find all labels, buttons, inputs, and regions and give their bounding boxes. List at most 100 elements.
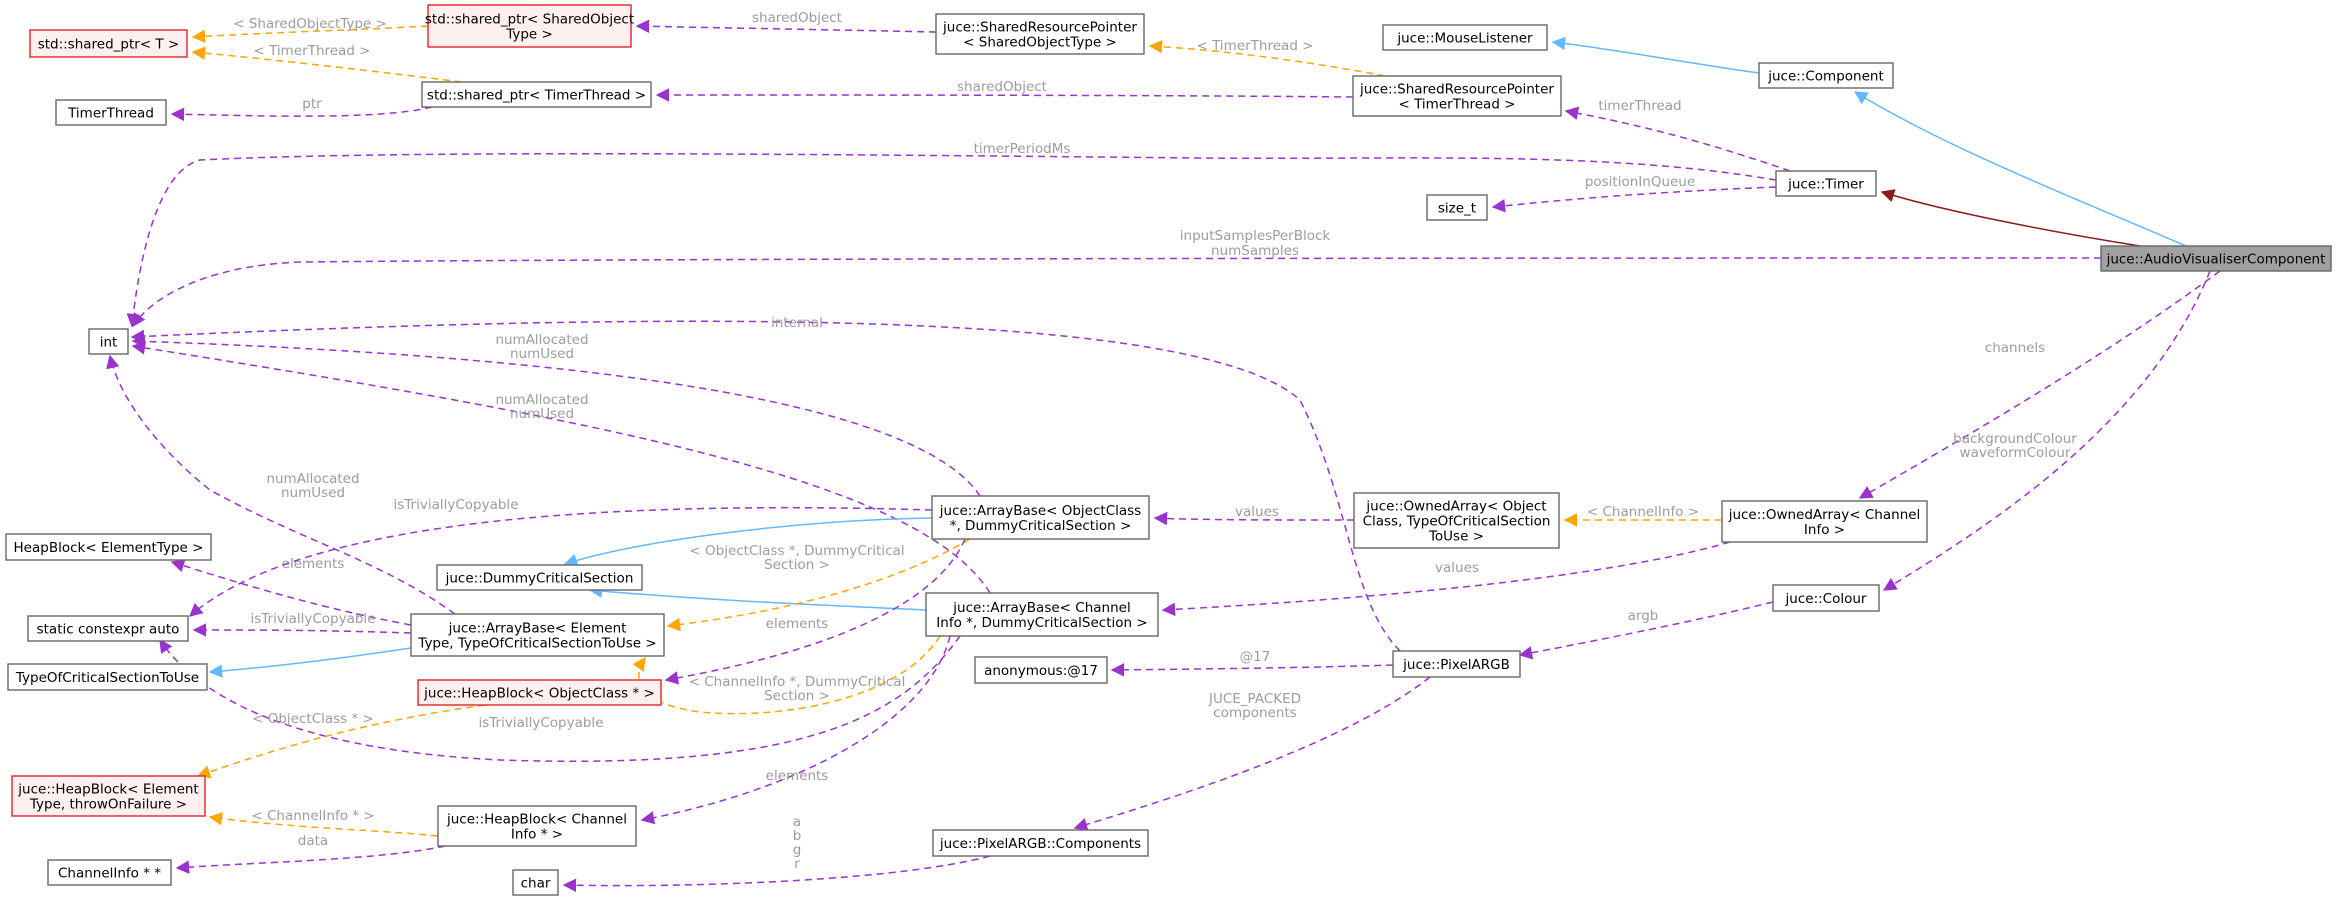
- class-node-heapblock-element-type[interactable]: HeapBlock< ElementType >: [5, 533, 212, 561]
- class-node-heapblock-channel-info[interactable]: juce::HeapBlock< ChannelInfo * >: [437, 805, 637, 847]
- class-node-anonymous-17[interactable]: anonymous:@17: [974, 656, 1108, 684]
- class-node-label: juce::PixelARGB: [1402, 657, 1510, 673]
- class-node-array-base-channel-info[interactable]: juce::ArrayBase< ChannelInfo *, DummyCri…: [925, 592, 1159, 637]
- edge-line: [192, 623, 412, 637]
- edge-line: [562, 855, 991, 893]
- edge-label: internal: [771, 315, 823, 331]
- class-node-heapblock-element-throw[interactable]: juce::HeapBlock< ElementType, throwOnFai…: [11, 775, 206, 817]
- edge-channels: channels: [1858, 270, 2221, 499]
- class-node-static-constexpr-auto[interactable]: static constexpr auto: [27, 615, 189, 642]
- class-node-array-base-object-class[interactable]: juce::ArrayBase< ObjectClass*, DummyCrit…: [931, 495, 1150, 540]
- class-node-srp-shared-object[interactable]: juce::SharedResourcePointer< SharedObjec…: [935, 13, 1145, 55]
- edge-label: ptr: [302, 96, 322, 112]
- class-node-shared-ptr-shared-object[interactable]: std::shared_ptr< SharedObjectType >: [425, 4, 634, 48]
- class-node-label: ToUse >: [1428, 529, 1484, 545]
- class-node-owned-array-channel-info[interactable]: juce::OwnedArray< ChannelInfo >: [1721, 500, 1928, 543]
- class-node-mouse-listener[interactable]: juce::MouseListener: [1382, 24, 1548, 51]
- edge-line: [1161, 541, 1731, 617]
- class-node-label: juce::MouseListener: [1396, 31, 1533, 47]
- edge-sharedobject2: sharedObject: [655, 79, 1354, 102]
- edge-line: [126, 152, 1777, 328]
- edge-label: sharedObject: [752, 10, 842, 26]
- edge-line: [1491, 186, 1777, 213]
- class-node-box: [27, 615, 189, 642]
- class-node-pixel-argb[interactable]: juce::PixelARGB: [1392, 650, 1521, 678]
- edge-line: [208, 647, 412, 678]
- edge-line: [132, 257, 2102, 328]
- class-node-char[interactable]: char: [512, 869, 559, 896]
- edge-position-in-queue: positionInQueue: [1491, 174, 1777, 213]
- edge-line: [131, 341, 991, 594]
- edge-label: argb: [1628, 608, 1659, 624]
- class-node-owned-array-object-class[interactable]: juce::OwnedArray< ObjectClass, TypeOfCri…: [1353, 492, 1560, 549]
- class-node-pixel-argb-components[interactable]: juce::PixelARGB::Components: [932, 829, 1149, 857]
- edge-object-class-tpl: < ObjectClass * >: [196, 704, 486, 779]
- class-node-box: [932, 829, 1149, 857]
- edge-label: numUsed: [281, 485, 345, 501]
- edge-label: a: [793, 814, 801, 830]
- edge-label: sharedObject: [957, 79, 1047, 95]
- edge-timer-period: timerPeriodMs: [126, 141, 1777, 328]
- class-node-label: juce::DummyCriticalSection: [445, 571, 634, 587]
- class-node-box: [417, 679, 662, 706]
- edge-label: numUsed: [510, 346, 574, 362]
- edge-label: g: [793, 842, 802, 858]
- class-node-label: juce::ArrayBase< Channel: [952, 600, 1130, 616]
- class-node-shared-ptr-timer-thread[interactable]: std::shared_ptr< TimerThread >: [421, 81, 652, 108]
- edge-dummy-to-ab-object: [563, 517, 933, 567]
- edge-line: [1148, 39, 1386, 77]
- class-node-label: TimerThread: [67, 106, 154, 122]
- class-node-dummy-critical-section[interactable]: juce::DummyCriticalSection: [436, 564, 643, 591]
- edge-label: < ChannelInfo *, DummyCritical: [689, 674, 906, 690]
- class-node-channel-info-ptr-ptr[interactable]: ChannelInfo * *: [47, 859, 172, 886]
- edge-label: numUsed: [510, 406, 574, 422]
- class-node-label: static constexpr auto: [37, 622, 180, 638]
- class-node-box: [421, 81, 652, 108]
- edge-label: Section >: [764, 557, 830, 573]
- edge-values-channel: values: [1161, 541, 1731, 617]
- edge-label: channels: [1985, 340, 2045, 356]
- edge-line: [1853, 91, 2187, 247]
- class-node-timer-thread[interactable]: TimerThread: [55, 99, 167, 126]
- class-node-box: [55, 99, 167, 126]
- edge-label: < ObjectClass *, DummyCritical: [689, 543, 904, 559]
- class-node-component[interactable]: juce::Component: [1758, 62, 1894, 89]
- class-node-audio-visualiser[interactable]: juce::AudioVisualiserComponent: [2100, 245, 2332, 272]
- class-node-colour[interactable]: juce::Colour: [1772, 584, 1880, 612]
- class-node-srp-timer-thread[interactable]: juce::SharedResourcePointer< TimerThread…: [1352, 75, 1562, 117]
- class-node-shared-ptr-T[interactable]: std::shared_ptr< T >: [29, 29, 188, 58]
- edge-internal: internal: [130, 315, 1401, 652]
- class-node-box: [1353, 492, 1560, 549]
- edge-label: @17: [1240, 649, 1271, 665]
- edge-line: [159, 635, 961, 763]
- edge-label: values: [1435, 560, 1479, 576]
- class-node-label: ChannelInfo * *: [58, 866, 161, 882]
- class-node-box: [11, 775, 206, 817]
- edge-channel-info-ptr-tpl: < ChannelInfo * >: [208, 808, 439, 837]
- class-node-timer[interactable]: juce::Timer: [1775, 170, 1877, 197]
- edge-line: [1153, 511, 1355, 526]
- class-node-label: Type >: [505, 27, 553, 43]
- class-node-box: [5, 533, 212, 561]
- edge-line: [208, 811, 439, 837]
- class-node-array-base-element[interactable]: juce::ArrayBase< ElementType, TypeOfCrit…: [410, 613, 665, 657]
- class-node-label: juce::Component: [1767, 69, 1884, 85]
- class-node-int[interactable]: int: [88, 328, 129, 355]
- edge-label: numAllocated: [266, 471, 359, 487]
- edge-timer-inherit: [1880, 189, 2141, 247]
- edge-line: [1882, 270, 2211, 591]
- edge-label: < TimerThread >: [254, 43, 371, 59]
- edge-line: [130, 320, 1401, 652]
- edge-channel-info-dummy-tpl: < ChannelInfo *, DummyCriticalSection >: [632, 635, 941, 715]
- edge-channel-info-tpl: < ChannelInfo >: [1563, 504, 1722, 527]
- class-node-box: [7, 663, 208, 691]
- edge-component: [1853, 91, 2187, 247]
- class-node-type-of-critical-section[interactable]: TypeOfCriticalSectionToUse: [7, 663, 208, 691]
- class-node-size-t[interactable]: size_t: [1426, 194, 1488, 221]
- edge-line: [1551, 36, 1760, 74]
- edge-label: isTriviallyCopyable: [394, 497, 519, 513]
- class-node-box: [2100, 245, 2332, 272]
- class-node-heapblock-object-class[interactable]: juce::HeapBlock< ObjectClass * >: [417, 679, 662, 706]
